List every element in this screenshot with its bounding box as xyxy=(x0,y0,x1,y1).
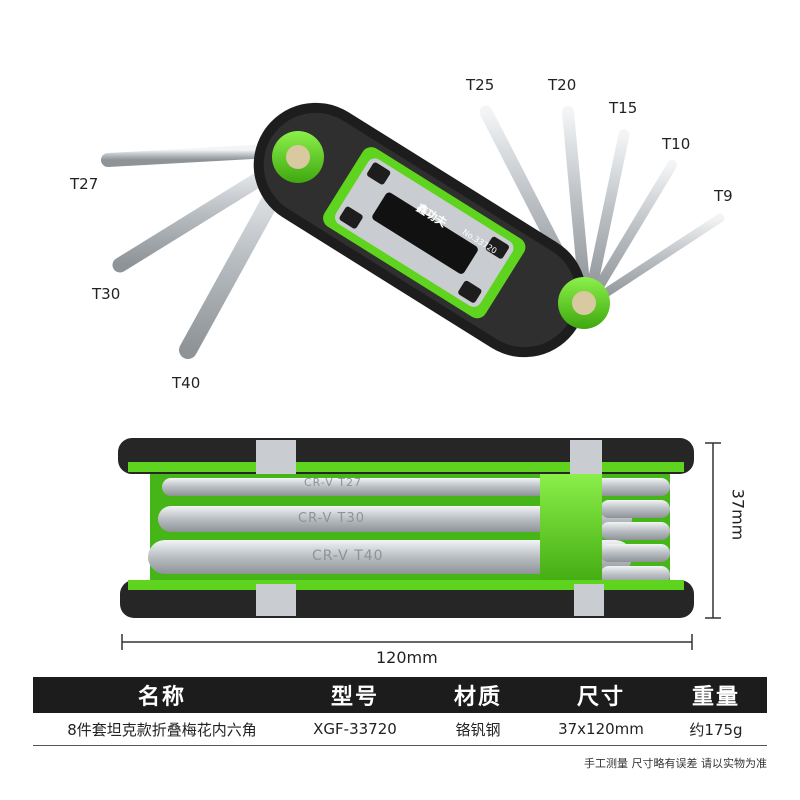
header-weight: 重量 xyxy=(665,677,767,713)
key-t15 xyxy=(584,129,630,302)
header-model: 型号 xyxy=(291,677,419,713)
key-t9 xyxy=(590,213,725,305)
engraving-t40: CR-V T40 xyxy=(312,548,384,564)
cell-model: XGF-33720 xyxy=(291,713,419,746)
dimension-lines xyxy=(121,442,721,650)
label-t15: T15 xyxy=(609,99,638,117)
header-name: 名称 xyxy=(33,677,291,713)
cell-size: 37x120mm xyxy=(537,713,665,746)
closed-tool-set-icon xyxy=(118,438,694,618)
key-t20 xyxy=(562,106,591,301)
label-t30: T30 xyxy=(92,285,121,303)
width-dimension: 120mm xyxy=(376,648,438,667)
label-t9: T9 xyxy=(714,187,733,205)
engraving-t27: CR-V T27 xyxy=(304,476,362,489)
label-t20: T20 xyxy=(548,76,577,94)
header-material: 材质 xyxy=(419,677,537,713)
label-t27: T27 xyxy=(70,175,99,193)
engraving-t30: CR-V T30 xyxy=(298,511,366,526)
label-t40: T40 xyxy=(172,374,201,392)
header-size: 尺寸 xyxy=(537,677,665,713)
key-t10 xyxy=(587,160,677,303)
spec-table: 名称 型号 材质 尺寸 重量 8件套坦克款折叠梅花内六角 XGF-33720 铬… xyxy=(33,677,767,746)
cell-weight: 约175g xyxy=(665,713,767,746)
cell-name: 8件套坦克款折叠梅花内六角 xyxy=(33,713,291,746)
cell-material: 铬钒钢 xyxy=(419,713,537,746)
measurement-note: 手工测量 尺寸略有误差 请以实物为准 xyxy=(584,757,767,770)
label-t10: T10 xyxy=(662,135,691,153)
open-tool-set-icon xyxy=(101,102,725,359)
table-header-row: 名称 型号 材质 尺寸 重量 xyxy=(33,677,767,713)
label-t25: T25 xyxy=(466,76,495,94)
table-row: 8件套坦克款折叠梅花内六角 XGF-33720 铬钒钢 37x120mm 约17… xyxy=(33,713,767,746)
height-dimension: 37mm xyxy=(728,488,748,541)
